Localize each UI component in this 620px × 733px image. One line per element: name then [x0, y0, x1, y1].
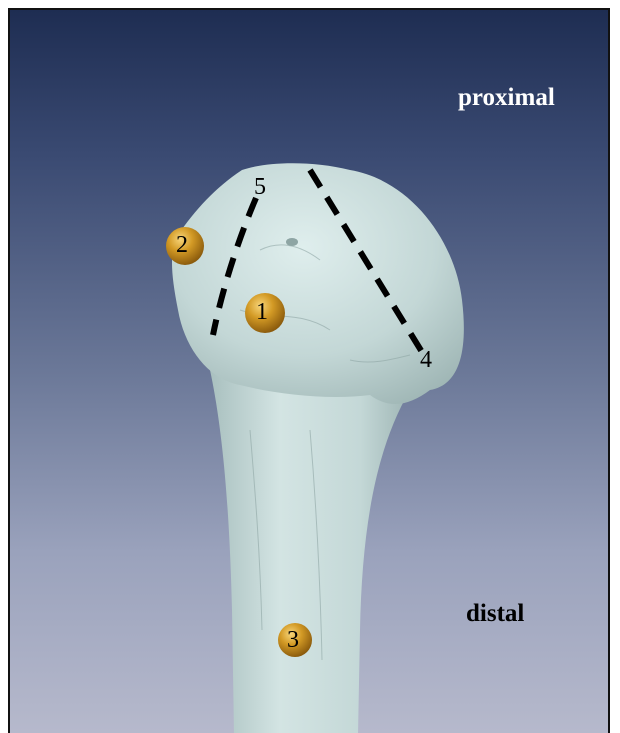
marker-2-label: 2 [176, 232, 188, 259]
image-frame: proximal distal 1 2 3 4 5 [8, 8, 610, 733]
marker-1-label: 1 [256, 299, 268, 326]
humerus-shaft [210, 370, 410, 733]
head-pit [286, 238, 298, 246]
marker-3-label: 3 [287, 627, 299, 654]
line-5-label: 5 [254, 174, 266, 201]
line-4-label: 4 [420, 347, 432, 374]
proximal-label: proximal [458, 84, 555, 112]
distal-label: distal [466, 600, 524, 628]
